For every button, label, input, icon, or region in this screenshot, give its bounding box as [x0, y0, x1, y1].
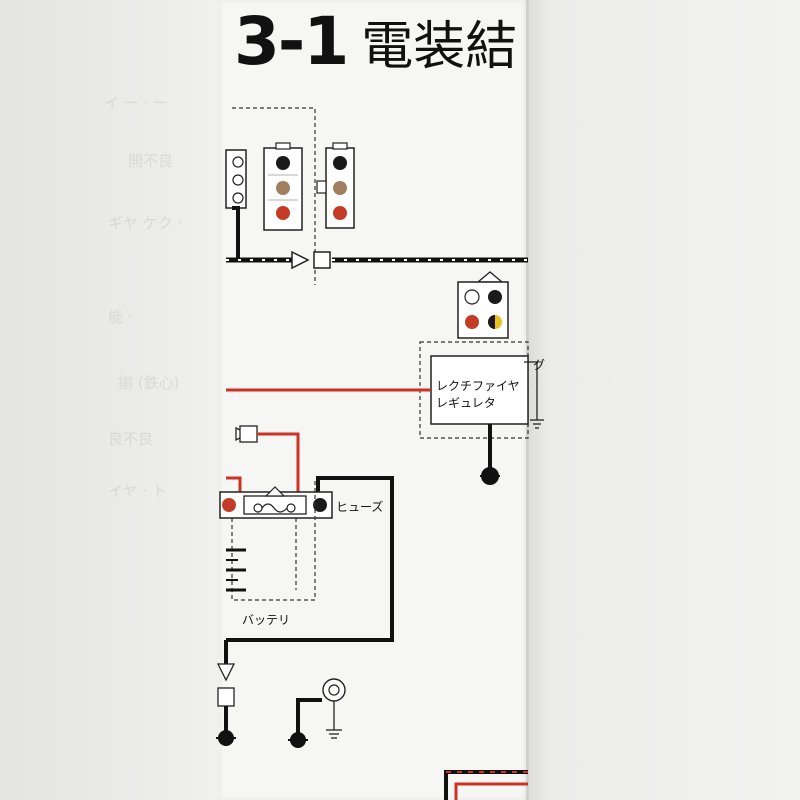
rectifier-regulator [419, 341, 544, 485]
battery [226, 478, 316, 601]
faded-facing-page-text: 良不良 [108, 430, 154, 448]
small-connector [235, 425, 300, 492]
facing-page-background [0, 0, 230, 800]
rectifier-connector [457, 271, 509, 339]
next-page [528, 0, 800, 800]
faded-facing-page-text: ギヤ ケク · [108, 214, 183, 232]
harness-line [226, 250, 528, 270]
fuse-label: ヒューズ [336, 500, 384, 514]
faded-facing-page-text: イ ー · ー [104, 94, 169, 112]
fuse-block [219, 476, 394, 642]
faded-facing-page-text: 開不良 [128, 152, 174, 170]
switch-connector-group [225, 107, 355, 285]
indicator-lamp [288, 678, 346, 748]
section-number: 3-1 [234, 3, 349, 80]
bottom-harness [444, 770, 528, 800]
battery-label: バッテリ [242, 613, 291, 627]
rectifier-label-line2: レギュレタ [436, 396, 496, 410]
ground-connector [216, 640, 236, 746]
ground-mark-label: グ [533, 358, 546, 372]
faded-facing-page-text: 能 · [108, 308, 133, 326]
faded-facing-page-text: イヤ · ト [108, 482, 167, 500]
rectifier-label-line1: レクチファイヤ [436, 379, 520, 393]
faded-facing-page-text: 揃 (鉄心) [118, 374, 180, 392]
section-title: 電装結 [361, 17, 518, 77]
